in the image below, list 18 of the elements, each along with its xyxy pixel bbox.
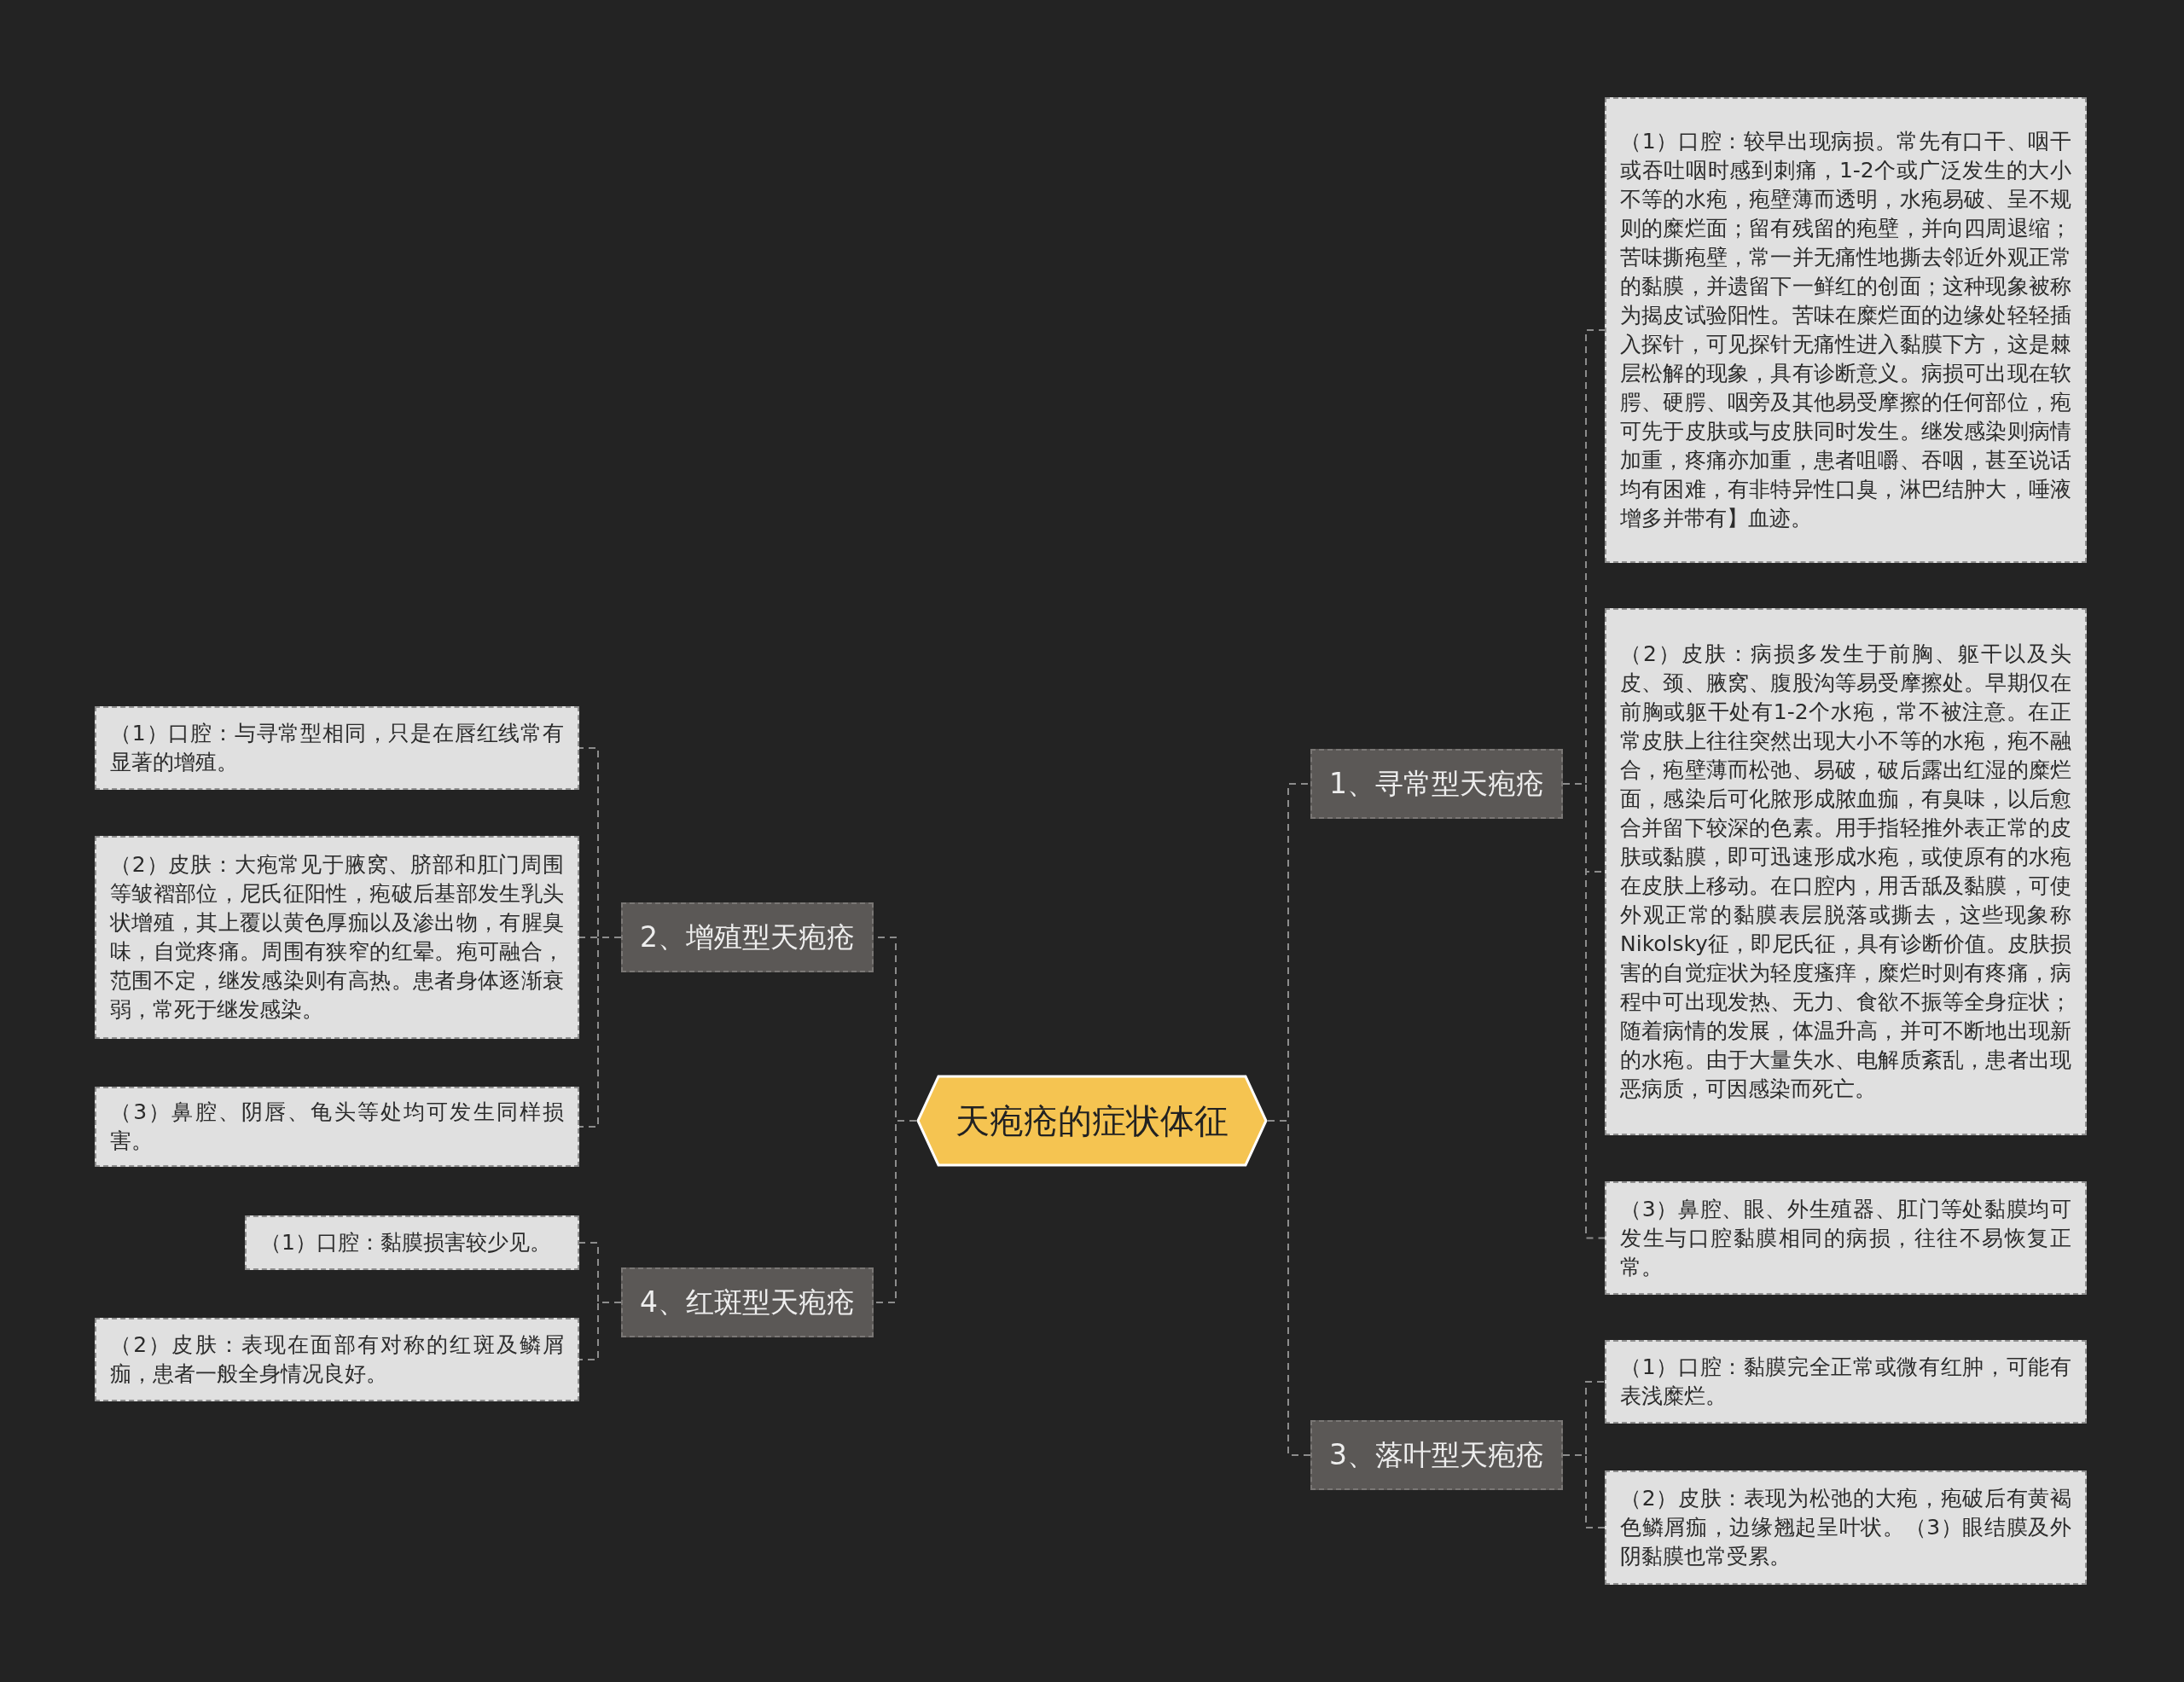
note-card: （3）鼻腔、眼、外生殖器、肛门等处黏膜均可发生与口腔黏膜相同的病损，往往不易恢复正常。 [1605, 1181, 2087, 1295]
note-card: （2）皮肤：表现为松弛的大疱，疱破后有黄褐色鳞屑痂，边缘翘起呈叶状。（3）眼结膜及外阴黏膜也常受累。 [1605, 1470, 2087, 1585]
note-card: （1）口腔：黏膜完全正常或微有红肿，可能有表浅糜烂。 [1605, 1340, 2087, 1424]
note-card: （2）皮肤：表现在面部有对称的红斑及鳞屑痂，患者一般全身情况良好。 [95, 1318, 579, 1401]
connector-line [578, 1302, 622, 1360]
topic-box: 1、寻常型天疱疮 [1310, 749, 1563, 819]
note-card: （1）口腔：较早出现病损。常先有口干、咽干或吞吐咽时感到刺痛，1-2个或广泛发生的大小不等的水疱，疱壁薄而透明，水疱易破、呈不规则的糜烂面；留有残留的疱壁，并向四周退缩；苦味撕疱壁，常一并无痛性地撕去邻近外观正常的黏膜，并遗留下一鲜红的创面；这种现象被称为揭皮试验阳性。苦味在糜烂面的边缘处轻轻插入探针，可见探针无痛性进入黏膜下方，这是棘层松解的现象，具有诊断意义。病损可出现在软腭、硬腭、咽旁及其他易受摩擦的任何部位，疱可先于皮肤或与皮肤同时发生。继发感染则病情加重，疼痛亦加重，患者咀嚼、吞咽，甚至说话均有困难，有非特异性口臭，淋巴结肿大，唾液增多并带有】血迹。 [1605, 97, 2087, 563]
note-card: （2）皮肤：大疱常见于腋窝、脐部和肛门周围等皱褶部位，尼氏征阳性，疱破后基部发生乳头状增殖，其上覆以黄色厚痂以及渗出物，有腥臭味，自觉疼痛。周围有狭窄的红晕。疱可融合，范围不定，继发感染则有高热。患者身体逐渐衰弱，常死于继发感染。 [95, 836, 579, 1039]
note-card: （3）鼻腔、阴唇、龟头等处均可发生同样损害。 [95, 1087, 579, 1167]
topic-box: 3、落叶型天疱疮 [1310, 1420, 1563, 1490]
connector-line [1562, 1454, 1606, 1528]
note-card: （1）口腔：黏膜损害较少见。 [245, 1215, 579, 1270]
connector-line [578, 937, 622, 1128]
topic-box: 2、增殖型天疱疮 [621, 902, 874, 972]
topic-box: 4、红斑型天疱疮 [621, 1267, 874, 1337]
central-topic-text: 天疱疮的症状体征 [956, 1100, 1228, 1142]
note-card: （1）口腔：与寻常型相同，只是在唇红线常有显著的增殖。 [95, 706, 579, 790]
note-card: （2）皮肤：病损多发生于前胸、躯干以及头皮、颈、腋窝、腹股沟等易受摩擦处。早期仅在前胸或躯干处有1-2个水疱，常不被注意。在正常皮肤上往往突然出现大小不等的水疱，疱不融合，疱壁薄而松弛、易破，破后露出红湿的糜烂面，感染后可化脓形成脓血痂，有臭味，以后愈合并留下较深的色素。用手指轻推外表正常的皮肤或黏膜，即可迅速形成水疱，或使原有的水疱在皮肤上移动。在口腔内，用舌舐及黏膜，可使外观正常的黏膜表层脱落或撕去，这些现象称Nikolsky征，即尼氏征，具有诊断价值。皮肤损害的自觉症状为轻度瘙痒，糜烂时则有疼痛，病程中可出现发热、无力、食欲不振等全身症状；随着病情的发展，体温升高，并可不断地出现新的水疱。由于大量失水、电解质紊乱，患者出现恶病质，可因感染而死亡。 [1605, 608, 2087, 1135]
